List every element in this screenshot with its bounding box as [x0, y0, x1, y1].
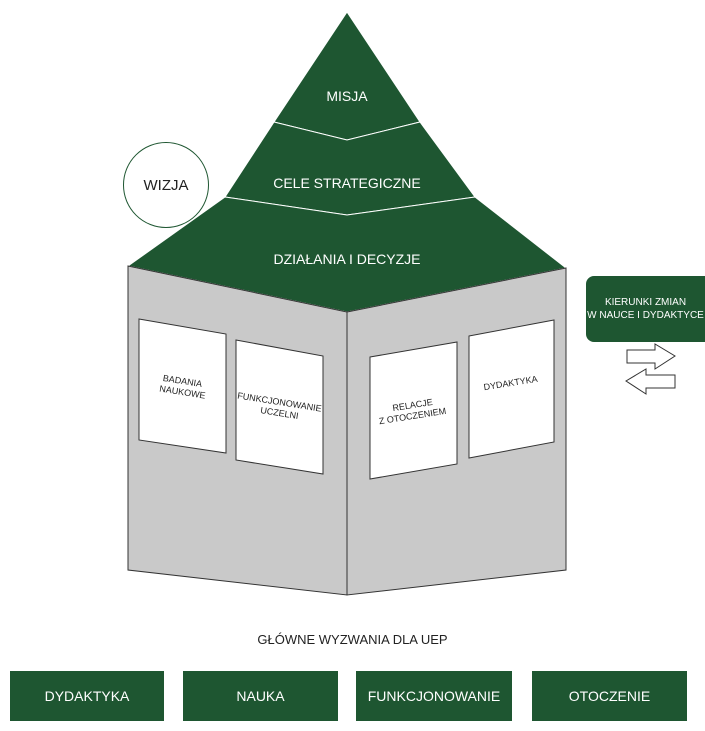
left-wall-panel-functioning: FUNKCJONOWANIE UCZELNI	[235, 339, 324, 475]
roof-misja-section	[273, 11, 421, 141]
arrow-left-icon	[625, 368, 676, 395]
left-wall-panel-research: BADANIA NAUKOWE	[138, 318, 227, 454]
challenge-box-funkcjonowanie: FUNKCJONOWANIE	[356, 671, 512, 721]
challenge-box-otoczenie: OTOCZENIE	[532, 671, 687, 721]
roof-dzialania-label: DZIAŁANIA I DECYZJE	[273, 251, 420, 267]
kierunki-zmian-box: KIERUNKI ZMIAN W NAUCE I DYDAKTYCE	[586, 276, 705, 342]
right-wall-panel-didactics: DYDAKTYKA	[468, 319, 555, 459]
challenges-title: GŁÓWNE WYZWANIA DLA UEP	[257, 632, 448, 647]
wizja-circle: WIZJA	[123, 142, 209, 228]
challenge-box-nauka: NAUKA	[183, 671, 338, 721]
roof: MISJA CELE STRATEGICZNE DZIAŁANIA I DECY…	[126, 11, 568, 313]
arrow-right-icon	[626, 343, 676, 370]
kierunki-line-1: KIERUNKI ZMIAN	[604, 297, 687, 308]
kierunki-line-2: W NAUCE I DYDAKTYCE	[587, 310, 704, 321]
exchange-arrows	[625, 343, 676, 395]
roof-cele-label: CELE STRATEGICZNE	[273, 175, 421, 191]
roof-misja-label: MISJA	[326, 88, 368, 104]
right-wall-panel-relations: RELACJE Z OTOCZENIEM	[369, 341, 458, 480]
challenge-box-dydaktyka: DYDAKTYKA	[10, 671, 164, 721]
